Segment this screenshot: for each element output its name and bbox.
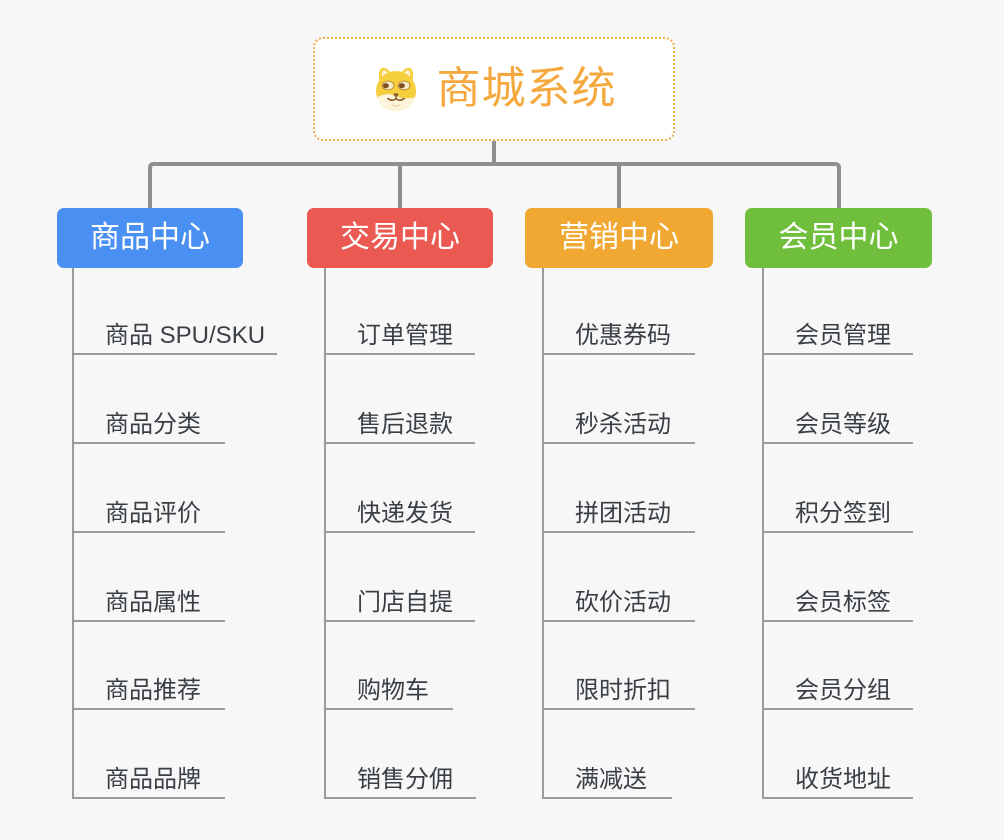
leaf-node[interactable]: 拼团活动 bbox=[543, 491, 695, 533]
branch-node-trade-center[interactable]: 交易中心 bbox=[307, 208, 493, 268]
leaf-node[interactable]: 订单管理 bbox=[325, 313, 475, 355]
leaf-node[interactable]: 会员分组 bbox=[763, 668, 913, 710]
leaf-node[interactable]: 销售分佣 bbox=[325, 757, 476, 799]
leaf-node[interactable]: 秒杀活动 bbox=[543, 402, 695, 444]
leaf-node[interactable]: 商品评价 bbox=[73, 491, 225, 533]
leaf-node[interactable]: 优惠券码 bbox=[543, 313, 695, 355]
leaf-node[interactable]: 商品属性 bbox=[73, 580, 225, 622]
root-node[interactable]: 商城系统 bbox=[313, 37, 675, 141]
leaf-node[interactable]: 商品分类 bbox=[73, 402, 225, 444]
leaf-node[interactable]: 售后退款 bbox=[325, 402, 475, 444]
branch-node-member-center[interactable]: 会员中心 bbox=[745, 208, 932, 268]
leaf-node[interactable]: 商品 SPU/SKU bbox=[73, 313, 277, 355]
leaf-node[interactable]: 收货地址 bbox=[763, 757, 913, 799]
leaf-node[interactable]: 商品推荐 bbox=[73, 668, 225, 710]
leaf-node[interactable]: 会员标签 bbox=[763, 580, 913, 622]
leaf-node[interactable]: 会员管理 bbox=[763, 313, 913, 355]
leaf-node[interactable]: 商品品牌 bbox=[73, 757, 225, 799]
leaf-node[interactable]: 快递发货 bbox=[325, 491, 475, 533]
leaf-node[interactable]: 砍价活动 bbox=[543, 580, 695, 622]
leaf-node[interactable]: 门店自提 bbox=[325, 580, 475, 622]
leaf-node[interactable]: 满减送 bbox=[543, 757, 672, 799]
branch-node-marketing-center[interactable]: 营销中心 bbox=[525, 208, 713, 268]
leaf-node[interactable]: 购物车 bbox=[325, 668, 453, 710]
leaf-node[interactable]: 会员等级 bbox=[763, 402, 913, 444]
leaf-node[interactable]: 积分签到 bbox=[763, 491, 913, 533]
doge-icon bbox=[375, 67, 416, 111]
branch-node-product-center[interactable]: 商品中心 bbox=[57, 208, 243, 268]
leaf-node[interactable]: 限时折扣 bbox=[543, 668, 695, 710]
root-node-label: 商城系统 bbox=[436, 64, 617, 113]
